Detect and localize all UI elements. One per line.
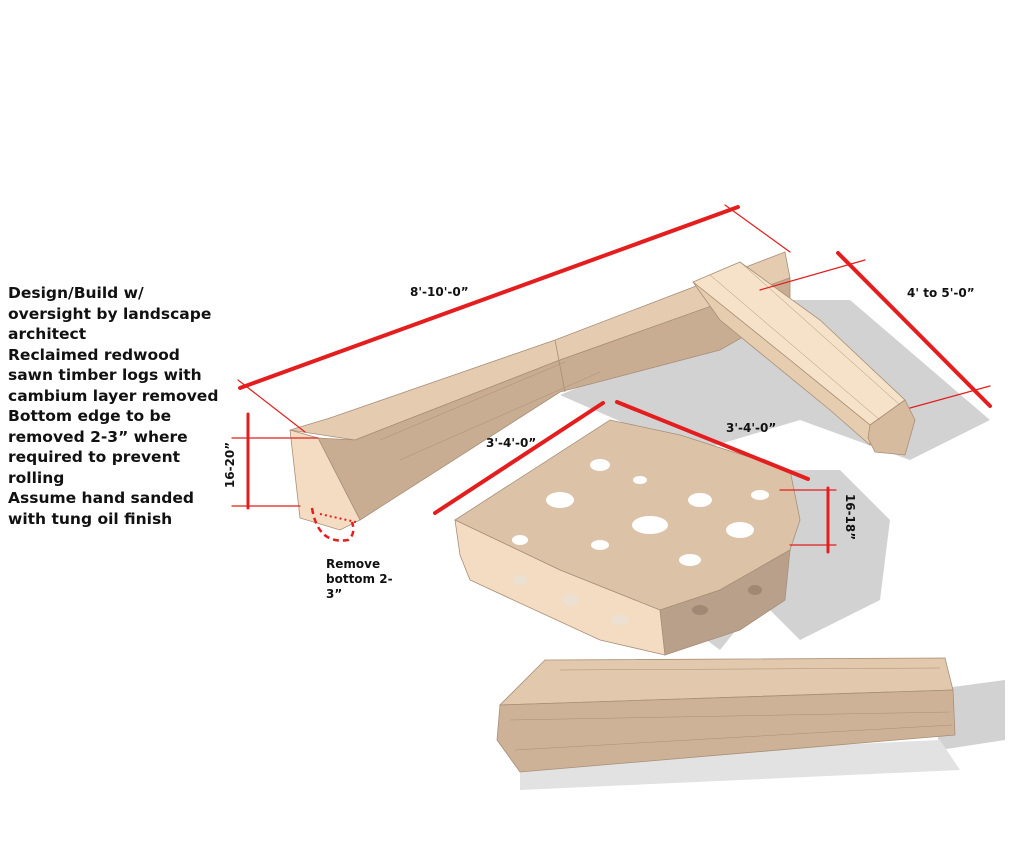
- log-height-label: 16-20”: [223, 441, 238, 489]
- short-log-side-face: [692, 281, 871, 446]
- long-log: [289, 251, 791, 531]
- note-line: Assume hand sanded: [8, 489, 194, 507]
- remove-bottom-callout: Remove bottom 2- 3”: [326, 557, 406, 602]
- table-right-face: [659, 549, 791, 656]
- callout-line: 3”: [326, 587, 343, 601]
- note-line: with tung oil finish: [8, 509, 173, 528]
- note-line: cambium layer removed: [8, 386, 219, 405]
- long-log-length-label: 8'-10'-0”: [410, 285, 469, 299]
- table-side-b-label: 3'-4'-0”: [726, 421, 777, 435]
- bottom-removal-marker: [310, 507, 355, 542]
- note-line: removed 2-3” where: [8, 427, 188, 446]
- callout-line: Remove: [326, 557, 381, 571]
- perforated-table: [454, 419, 801, 656]
- note-line: sawn timber logs with: [8, 366, 202, 384]
- table-side-a-label: 3'-4'-0”: [486, 436, 537, 450]
- short-log-end-face: [867, 399, 916, 456]
- note-line: oversight by landscape: [8, 304, 212, 323]
- note-line: Bottom edge to be: [8, 407, 172, 425]
- note-line: required to prevent: [8, 448, 181, 466]
- long-log-end-face: [289, 429, 361, 531]
- bottom-log-front-face: [496, 689, 956, 773]
- table-height-label: 16-18”: [843, 493, 858, 541]
- callout-line: bottom 2-: [326, 572, 393, 586]
- short-log-length-label: 4' to 5'-0”: [907, 286, 975, 300]
- bottom-removal-dotted-edge: [319, 513, 357, 523]
- note-line: Design/Build w/: [8, 284, 144, 302]
- note-line: architect: [8, 325, 87, 343]
- bottom-log: [496, 657, 956, 773]
- short-log: [692, 261, 916, 456]
- dimension-lines: [231, 204, 992, 554]
- note-line: rolling: [8, 468, 65, 487]
- table-holes: [512, 459, 769, 625]
- note-line: Reclaimed redwood: [8, 345, 180, 364]
- design-notes: Design/Build w/ oversight by landscape a…: [8, 283, 223, 529]
